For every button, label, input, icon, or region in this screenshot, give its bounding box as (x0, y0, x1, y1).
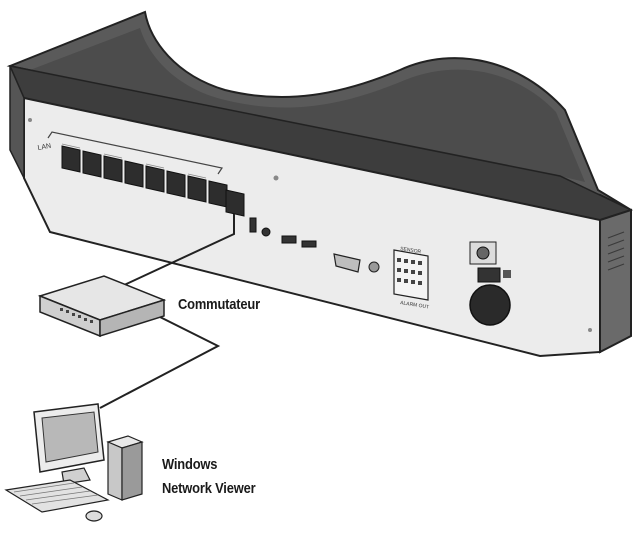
lan-group-bracket (47, 131, 223, 175)
rj45-port (103, 155, 123, 183)
rj45-port (208, 180, 228, 208)
nvr-device: LAN (6, 10, 634, 358)
rj45-uplink-port (225, 189, 245, 217)
monitor (33, 403, 105, 485)
nvr-top-inner (30, 28, 585, 182)
keyboard (4, 479, 110, 513)
network-switch (37, 275, 167, 338)
rj45-ports (61, 145, 245, 217)
switch-ports (60, 308, 93, 323)
vga-port (333, 253, 361, 273)
network-cables (99, 214, 235, 409)
sensor-sub-mark: ALARM OUT (400, 300, 430, 310)
esata-port (301, 240, 317, 248)
port-ticks (61, 143, 207, 179)
hdmi-port (281, 235, 297, 244)
audio-jack (261, 227, 271, 237)
screw (273, 175, 279, 181)
side-vents (607, 231, 625, 271)
pc-label-line1: Windows (162, 456, 218, 473)
power-knob (476, 246, 490, 260)
desktop-computer (4, 403, 144, 522)
lan-group-mark: LAN (37, 143, 52, 152)
rj45-port (124, 160, 144, 188)
rj45-port (145, 165, 165, 193)
cable-nvr-to-switch (121, 214, 235, 287)
io-connectors (249, 217, 317, 248)
power-socket (477, 267, 501, 283)
pc-label-line2: Network Viewer (162, 480, 256, 497)
cable-switch-to-pc (99, 315, 221, 409)
usb-port (249, 217, 257, 233)
pc-tower (106, 435, 144, 501)
fan-icon (469, 284, 511, 326)
switch-label: Commutateur (178, 296, 260, 313)
sensor-block-mark: SENSOR (400, 246, 422, 255)
screw (588, 328, 592, 332)
rj45-port (61, 145, 81, 173)
rj45-port (166, 170, 186, 198)
rj45-port (187, 175, 207, 203)
bnc-port (368, 261, 380, 273)
mouse (85, 510, 103, 522)
sensor-terminal-block: SENSOR ALARM OUT (393, 246, 430, 311)
power-socket-label (503, 270, 511, 278)
rj45-port (82, 150, 102, 178)
nvr-left-edge (9, 65, 25, 179)
nvr-side-face (599, 208, 632, 354)
screw (28, 118, 32, 122)
